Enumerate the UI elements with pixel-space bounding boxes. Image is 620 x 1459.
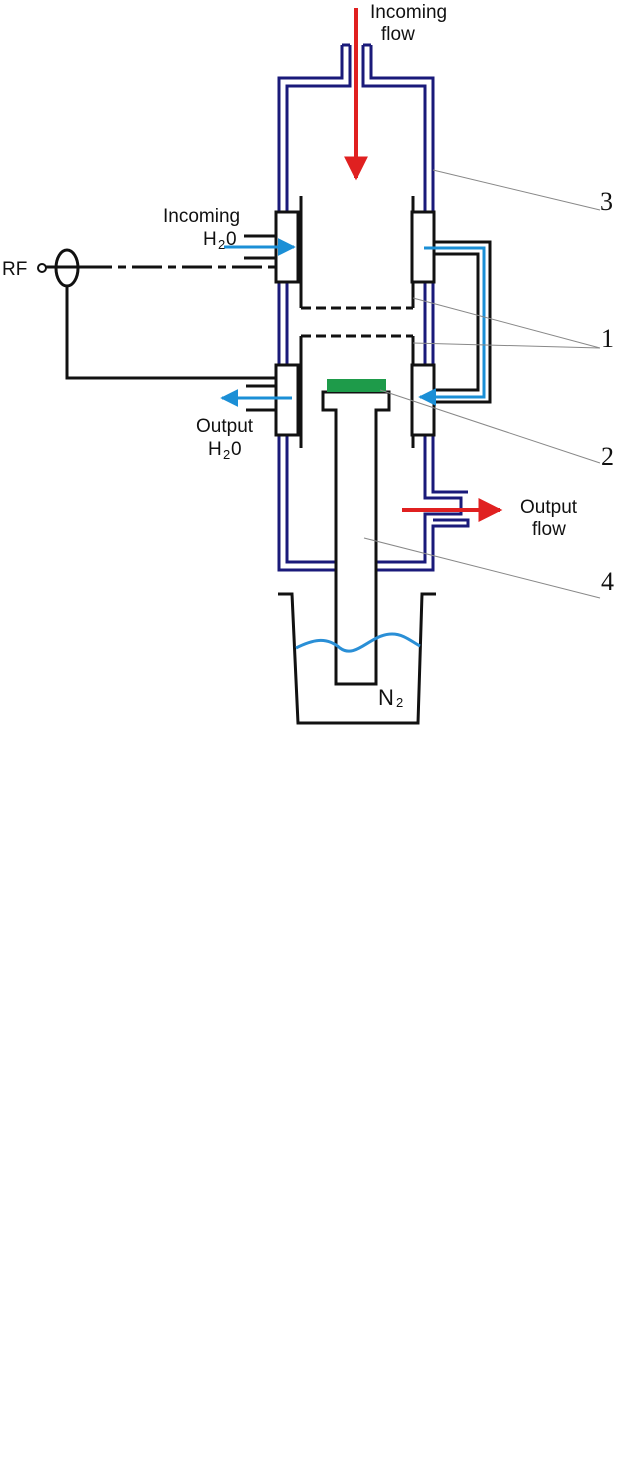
incoming-h2o-label-1: Incoming	[163, 206, 240, 227]
chamber-wall	[277, 43, 470, 572]
cooling-loop-inner	[434, 252, 480, 392]
nitrogen-dewar	[278, 592, 436, 725]
incoming-h2o-label-h: H	[203, 229, 217, 250]
sample-holder	[321, 390, 391, 686]
callout-3: 3	[600, 187, 613, 216]
incoming-flow-label-1: Incoming	[370, 2, 447, 23]
incoming-h2o-label-o: 0	[226, 229, 237, 250]
leader-lines	[363, 169, 601, 599]
output-flow-label-2: flow	[532, 519, 566, 540]
n2-label-sub: 2	[396, 695, 403, 710]
output-h2o-label-h: H	[208, 439, 222, 460]
output-h2o-label-1: Output	[196, 416, 254, 437]
cooling-water-line	[418, 246, 486, 406]
upper-electrode	[244, 196, 436, 310]
incoming-h2o-label-sub: 2	[218, 237, 225, 252]
cooling-loop-outer	[434, 240, 492, 404]
incoming-flow-label-2: flow	[381, 24, 415, 45]
callout-4: 4	[601, 567, 614, 596]
sample	[327, 379, 386, 392]
rf-label: RF	[2, 259, 27, 280]
callout-2: 2	[601, 442, 614, 471]
rf-terminal-icon	[37, 263, 47, 273]
output-h2o-label-o: 0	[231, 439, 242, 460]
nitrogen-surface	[295, 632, 421, 653]
rf-wiring	[46, 248, 276, 380]
callout-1: 1	[601, 324, 614, 353]
n2-label: N	[378, 685, 394, 710]
output-h2o-label-sub: 2	[223, 447, 230, 462]
output-flow-label-1: Output	[520, 497, 578, 518]
